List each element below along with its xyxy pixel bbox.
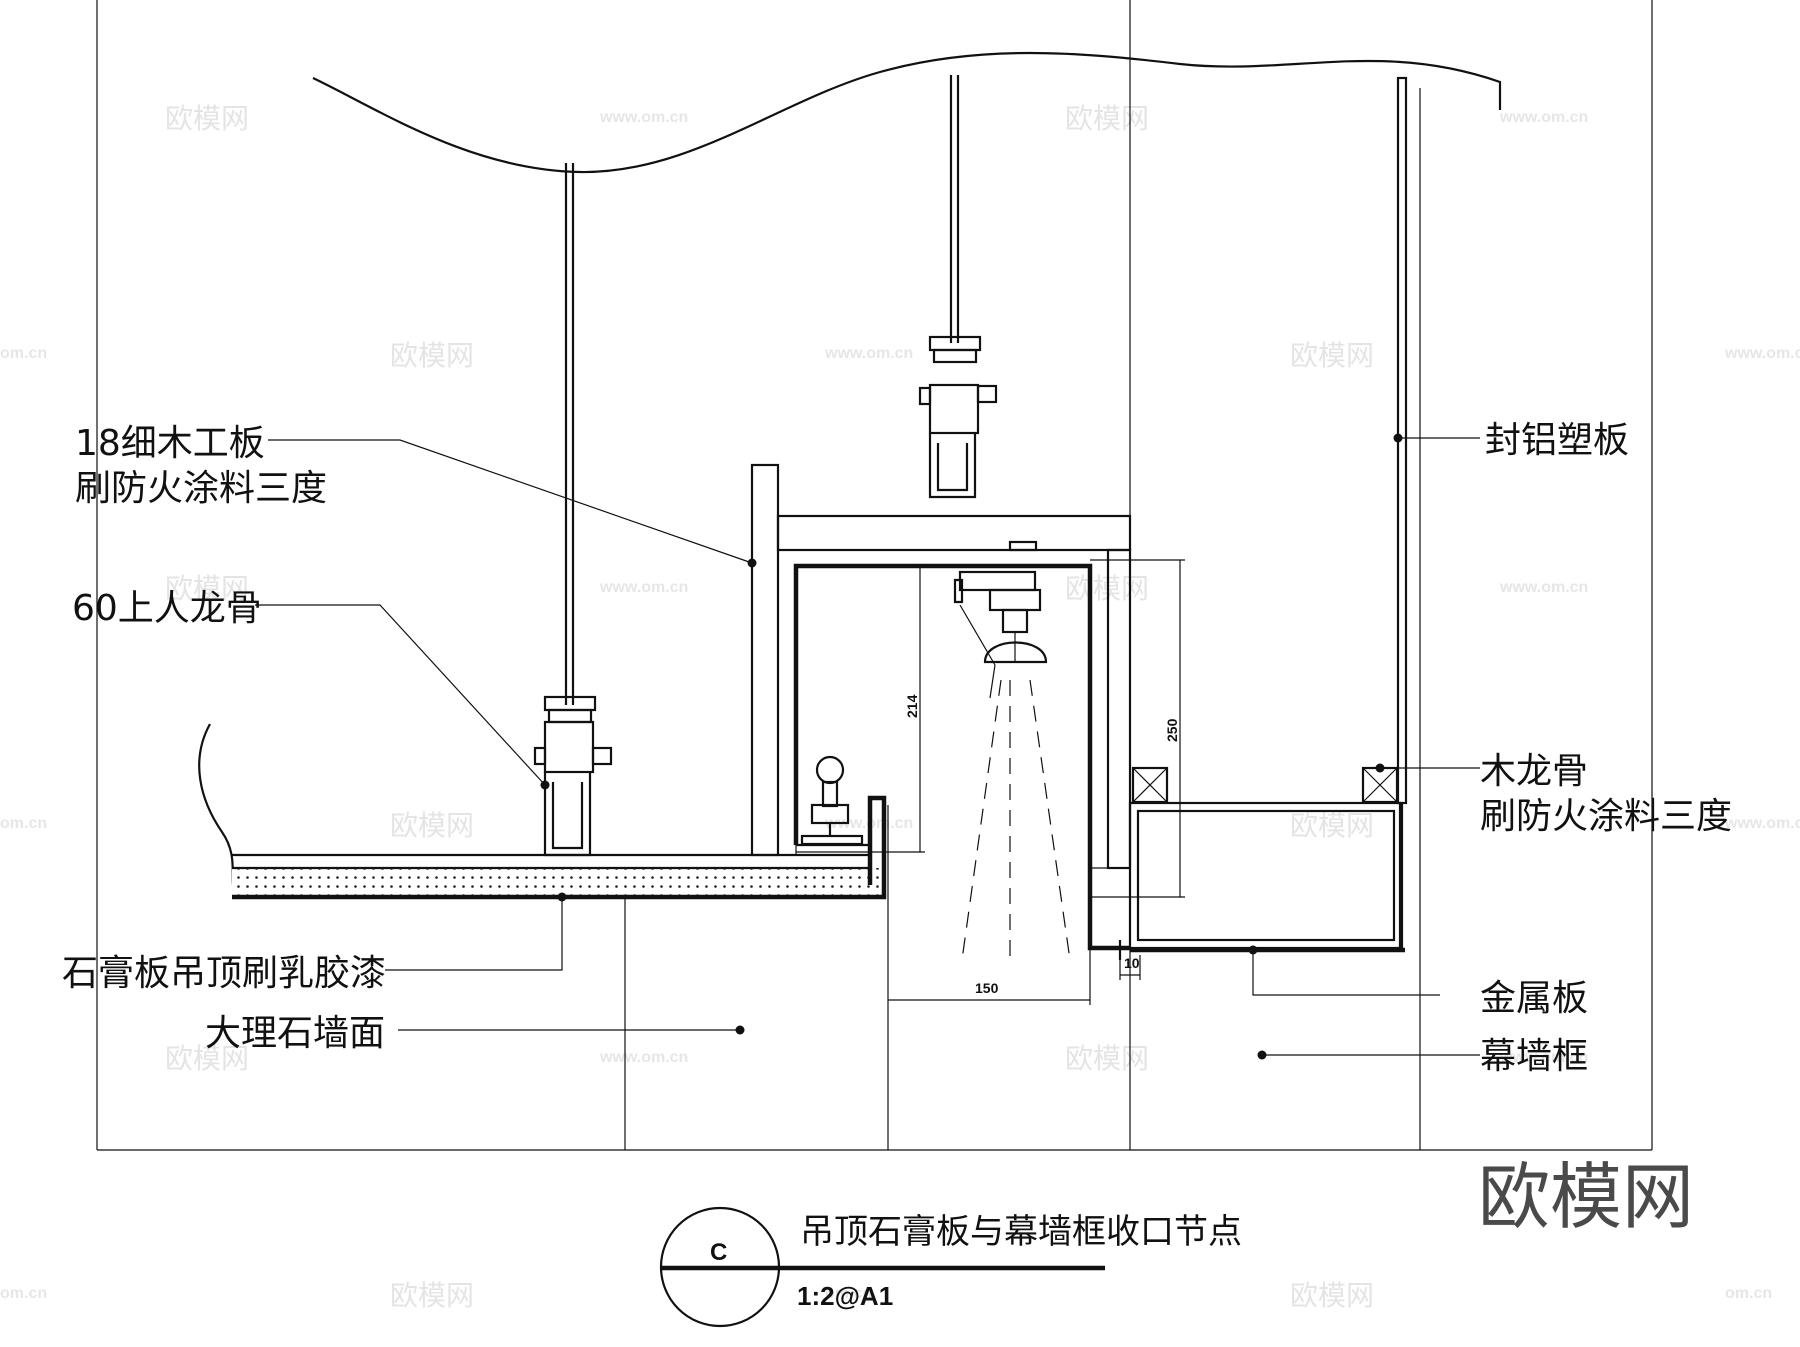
watermark-text: 欧模网: [390, 1279, 474, 1312]
gypsum-ceiling: [232, 795, 887, 900]
break-line-top: [312, 51, 1502, 174]
watermark-text: 欧模网: [1290, 339, 1374, 372]
watermark-url: www.om.cn: [599, 579, 688, 596]
dim-150: 150: [975, 980, 999, 996]
frame-lines: [96, 0, 1653, 1151]
title-block: C 吊顶石膏板与幕墙框收口节点 1:2@A1: [659, 1206, 1242, 1328]
watermark-url: www.om.cn: [1724, 815, 1800, 832]
watermark-url: www.om.cn: [599, 109, 688, 126]
curtain-wall-box: [1118, 801, 1405, 960]
plywood-horizontal-top: [776, 514, 1132, 552]
label-wood-keel-line1: 木龙骨: [1480, 751, 1588, 792]
watermark-layer: 欧模网 www.om.cn 欧模网 www.om.cn om.cn 欧模网 ww…: [0, 102, 1800, 1312]
watermark-text: 欧模网: [165, 1042, 249, 1075]
brand-logo: 欧模网: [1478, 1155, 1694, 1239]
watermark-url: www.om.cn: [1499, 579, 1588, 596]
watermark-url: om.cn: [825, 1285, 872, 1302]
label-metal-panel: 金属板: [1480, 978, 1588, 1019]
watermark-url: www.om.cn: [824, 345, 913, 362]
keel-bracket-right: [918, 335, 998, 499]
watermark-url: om.cn: [0, 345, 47, 362]
watermark-url: www.om.cn: [1499, 1049, 1588, 1066]
plywood-vertical-left: [750, 463, 780, 857]
leader-dots: [540, 433, 1403, 1060]
dimensions: [796, 559, 1185, 1005]
wood-keel-blocks: [1131, 766, 1399, 804]
watermark-url: www.om.cn: [1499, 109, 1588, 126]
light-reflector-lines: [959, 604, 996, 699]
watermark-text: 欧模网: [165, 102, 249, 135]
label-wood-keel-line2: 刷防火涂料三度: [1480, 796, 1732, 837]
hanger-rods: [564, 75, 960, 705]
label-keel: 60上人龙骨: [72, 588, 262, 629]
detail-title: 吊顶石膏板与幕墙框收口节点: [800, 1212, 1242, 1252]
watermark-text: 欧模网: [1290, 809, 1374, 842]
watermark-text: 欧模网: [1065, 102, 1149, 135]
watermark-url: om.cn: [0, 815, 47, 832]
box-inner-outline: [793, 563, 1130, 951]
watermark-text: 欧模网: [1290, 1279, 1374, 1312]
label-aluminum-panel: 封铝塑板: [1485, 420, 1629, 461]
small-lamp: [800, 755, 864, 846]
downlight-fixture: [953, 540, 1048, 664]
break-line-left: [198, 723, 238, 899]
label-plywood-line2: 刷防火涂料三度: [75, 468, 327, 509]
watermark-text: 欧模网: [165, 572, 249, 605]
label-curtain-frame: 幕墙框: [1480, 1036, 1588, 1077]
watermark-url: om.cn: [1725, 1285, 1772, 1302]
leader-lines: [255, 437, 1480, 1056]
label-marble: 大理石墙面: [205, 1013, 385, 1054]
watermark-text: 欧模网: [1065, 1042, 1149, 1075]
watermark-url: www.om.cn: [599, 1049, 688, 1066]
dim-10: 10: [1124, 955, 1140, 971]
watermark-url: www.om.cn: [1724, 345, 1800, 362]
detail-scale: 1:2@A1: [797, 1281, 893, 1311]
dim-214: 214: [904, 694, 920, 718]
light-beam: [961, 679, 1071, 961]
label-gypsum: 石膏板吊顶刷乳胶漆: [62, 953, 386, 994]
keel-bracket-left: [533, 695, 613, 857]
watermark-text: 欧模网: [390, 339, 474, 372]
watermark-url: om.cn: [0, 1285, 47, 1302]
detail-mark: C: [710, 1239, 727, 1266]
label-plywood-line1: 18细木工板: [75, 423, 265, 464]
watermark-text: 欧模网: [390, 809, 474, 842]
dim-250: 250: [1164, 718, 1180, 742]
